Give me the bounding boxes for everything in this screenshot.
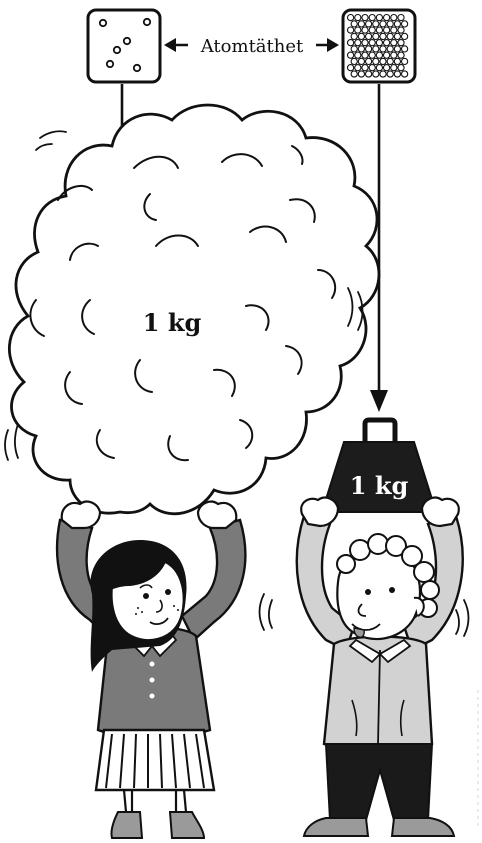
atom-dot [361,13,369,22]
atom-dot [393,20,402,28]
atom-dot [364,32,373,41]
atom-dot [368,13,376,22]
atom-dot [397,51,405,59]
atom-dot [390,26,398,34]
atom-dot [346,39,355,47]
atom-dot [368,64,376,72]
atom-dot [375,39,384,47]
atom-dot [386,20,394,28]
atom-dot [361,39,369,47]
atom-dot [372,57,380,66]
atom-dot [390,13,398,22]
atom-dot [386,57,394,66]
atom-dot [379,57,387,66]
atom-dot [372,20,380,28]
atom-dot [397,39,405,47]
atom-dot [379,70,387,78]
atom-dot [382,13,391,22]
atom-dot [400,20,409,28]
atom-dot [390,64,398,72]
atom-dot [393,70,402,78]
low-density-box [86,8,162,84]
atom-dot [354,64,362,72]
atom-dot [393,32,402,41]
atom-dot [393,57,402,66]
atom-dot [400,45,409,53]
weight-mass-label: 1 kg [350,471,409,500]
atom-dot [364,70,373,78]
atom-dot [400,57,409,66]
atom-dot [400,32,409,41]
atom-dot [382,51,391,59]
atom-dot [393,45,402,53]
atom-dot [386,70,394,78]
atom-dot [386,45,394,53]
atom-dot [364,20,373,28]
atom-dot [357,32,366,41]
atom-dot [368,26,376,34]
atom-dot [357,70,366,78]
cloud-mass-label: 1 kg [143,308,202,337]
atom-dot [372,45,380,53]
atom-dot [379,20,387,28]
atom-dot [372,70,380,78]
atom-dot [397,13,405,22]
atom-dot [397,26,405,34]
high-density-box [341,8,417,84]
density-arrow [164,38,339,52]
atom-dot [354,13,362,22]
atom-dot [375,51,384,59]
atom-dot [354,51,362,59]
atom-dot [361,26,369,34]
atom-dot [364,45,373,53]
atom-dot [368,39,376,47]
atom-dot [350,57,358,66]
atom-dot [357,57,366,66]
atom-dot [357,45,366,53]
atom-dot [386,32,394,41]
atom-dot [354,39,362,47]
atom-dot [350,45,358,53]
weight-arrow [370,84,388,412]
atom-dot [361,51,369,59]
atom-dot [390,39,398,47]
atom-dot [390,51,398,59]
atom-dot [379,45,387,53]
atom-dot [372,32,380,41]
atom-dot [397,64,405,72]
atom-dot [368,51,376,59]
atom-dot [382,26,391,34]
atom-dot [346,13,355,22]
atom-dot [400,70,409,78]
atom-dot [346,64,355,72]
girl-figure [55,500,247,839]
atom-dot [364,57,373,66]
cloud-1kg: 1 kg [4,103,381,516]
atom-dot [375,13,384,22]
weight-1kg: 1 kg [320,417,438,513]
atom-dot [361,64,369,72]
boy-figure [258,496,470,837]
atom-dot [357,20,366,28]
atom-dot [382,64,391,72]
atom-dot [375,64,384,72]
atom-dot [379,32,387,41]
density-label: Atomtäthet [200,36,304,57]
atom-dot [350,32,358,41]
atom-dot [346,26,355,34]
atom-dot [346,51,355,59]
atom-dot [375,26,384,34]
atom-dot [350,20,358,28]
atom-dot [382,39,391,47]
atom-dot [354,26,362,34]
atom-dot [350,70,358,78]
